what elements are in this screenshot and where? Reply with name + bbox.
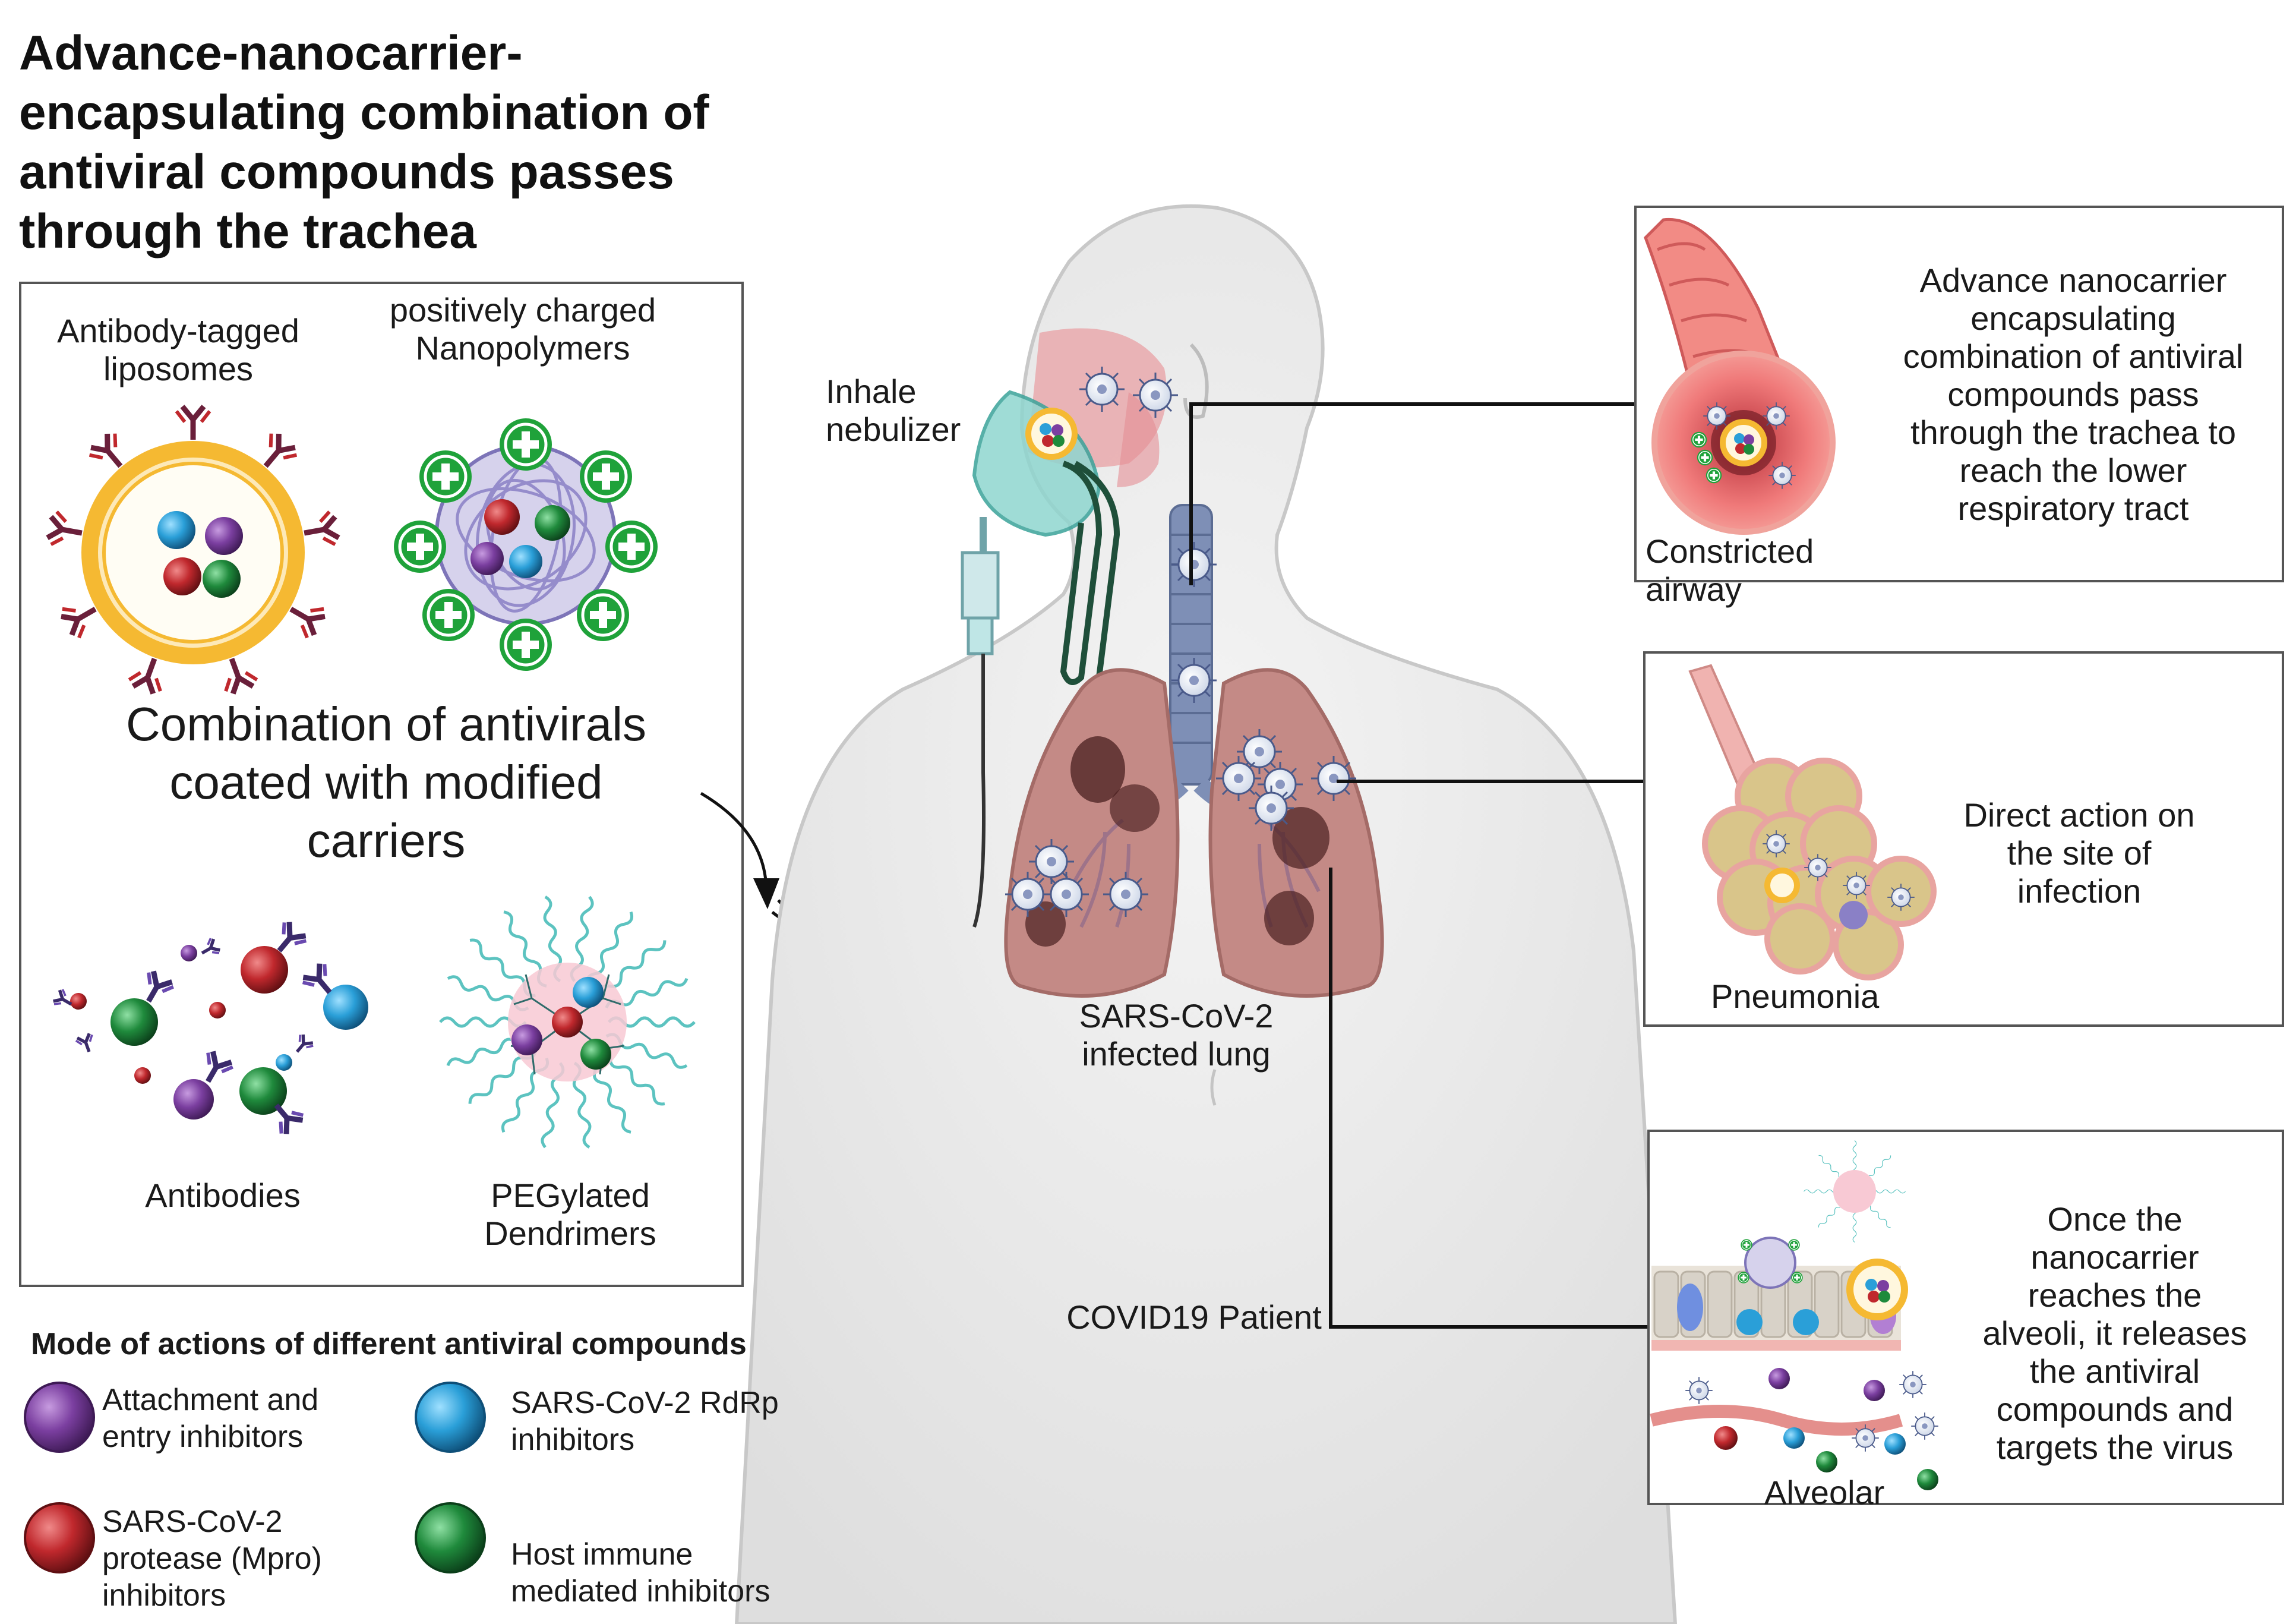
alveolar-tissue-illustration: [1650, 1140, 1939, 1490]
nebulizer-label: Inhale nebulizer: [826, 373, 961, 448]
legend-label-attachment: Attachment and entry inhibitors: [102, 1383, 319, 1454]
legend-label-host-immune: Host immune mediated inhibitors: [511, 1537, 770, 1609]
callout-connectors: [1189, 402, 1648, 1329]
lung-label: SARS-CoV-2 infected lung: [1079, 997, 1274, 1073]
legend-title: Mode of actions of different antiviral c…: [31, 1327, 747, 1361]
legend-swatch-protease: [24, 1502, 95, 1573]
alveolar-panel-text: Once the nanocarrier reaches the alveoli…: [1982, 1200, 2247, 1466]
airway-panel-text: Advance nanocarrier encapsulating combin…: [1903, 261, 2244, 527]
alveolar-panel-caption: Alveolar: [1764, 1474, 1885, 1511]
combination-text: Combination of antivirals coated with mo…: [126, 698, 646, 867]
dendrimer-label: PEGylated Dendrimers: [484, 1177, 656, 1252]
liposome-illustration: [46, 406, 340, 696]
liposome-label: Antibody-tagged liposomes: [57, 312, 299, 387]
patient-body: [734, 204, 1678, 1624]
airway-panel-caption: Constricted airway: [1646, 532, 1814, 608]
legend-label-protease: SARS-CoV-2 protease (Mpro) inhibitors: [102, 1505, 322, 1613]
pneumonia-panel-caption: Pneumonia: [1711, 977, 1880, 1015]
legend-swatch-rdrp: [415, 1382, 486, 1453]
infected-lungs: [1004, 668, 1384, 998]
nanopolymer-illustration: [394, 418, 658, 671]
legend-label-rdrp: SARS-CoV-2 RdRp inhibitors: [511, 1386, 779, 1457]
carrier-panel-frame: [19, 282, 744, 1287]
nanocarrier-in-mask: [1025, 408, 1078, 460]
dendrimer-illustration: [440, 896, 694, 1148]
pneumonia-alveoli-illustration: [1688, 664, 1937, 980]
constricted-airway-illustration: [1644, 217, 1836, 535]
legend-swatch-host-immune: [415, 1502, 486, 1573]
antibodies-illustration: [52, 920, 368, 1136]
nanopolymer-label: positively charged Nanopolymers: [389, 291, 656, 367]
legend-swatch-attachment: [24, 1382, 95, 1453]
antibodies-label: Antibodies: [145, 1177, 301, 1214]
patient-label: COVID19 Patient: [1066, 1298, 1322, 1336]
figure-title: Advance-nanocarrier-encapsulating combin…: [19, 26, 709, 258]
pneumonia-panel-text: Direct action on the site of infection: [1963, 796, 2195, 910]
